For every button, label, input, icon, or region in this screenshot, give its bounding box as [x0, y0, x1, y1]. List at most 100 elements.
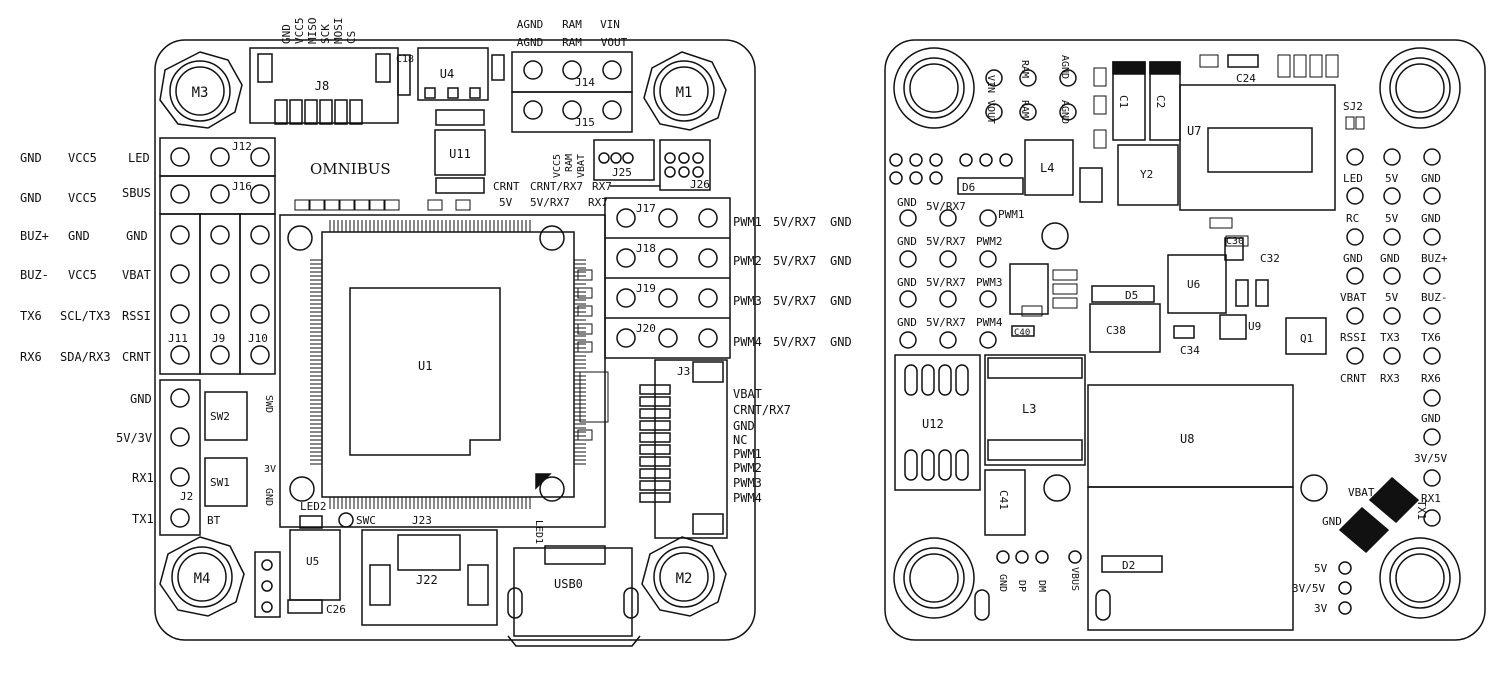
left-board: M3 M1 M4 M2 J8 GND VCC5 MISO SCK: [20, 18, 852, 647]
rb-d2: D2: [1101, 555, 1163, 573]
row3-lbl-a: TX6: [20, 309, 42, 323]
rb-lbl-gnd-bottom: GND: [997, 574, 1008, 592]
rb-lbl-agnd2: AGND: [1059, 100, 1070, 124]
rb-pwm3-a: GND: [897, 276, 917, 289]
row4-lbl-a: RX6: [20, 350, 42, 364]
u11-label: U11: [449, 147, 471, 161]
rb-y2-label: Y2: [1140, 168, 1153, 181]
rb-lbl-ram: RAM: [1019, 60, 1030, 78]
j25-header: J25: [593, 139, 655, 181]
j12-lbl-vcc5: VCC5: [68, 151, 97, 165]
rb-vbat-label: VBAT: [1348, 486, 1375, 499]
rb-pwm3-c: PWM3: [976, 276, 1003, 289]
rb-volt-5v: 5V: [1314, 562, 1328, 575]
rb-col1-pads: [1346, 148, 1364, 365]
sw2-label: SW2: [210, 410, 230, 423]
rb-c38: C38: [1089, 303, 1161, 353]
rb-c30-label: C30: [1226, 236, 1244, 247]
rb-c42: [1079, 167, 1103, 203]
j25-pin-ram: RAM: [564, 154, 575, 172]
gnd-small-label: GND: [263, 488, 274, 506]
rb-col2-pads: [1383, 148, 1401, 365]
rb-d5-label: D5: [1125, 289, 1138, 302]
led1-label: LED1: [533, 520, 544, 544]
j22-label: J22: [416, 573, 438, 587]
rb-lbl-dm: DM: [1036, 580, 1047, 592]
j15-header: J15: [511, 91, 633, 133]
led2: [299, 515, 323, 529]
rb-sj2-label: SJ2: [1343, 100, 1363, 113]
pwm-headers: J17 J18 J19 J20: [604, 197, 731, 359]
pwm2-b: 5V/RX7: [773, 254, 816, 268]
j8-pin-miso: MISO: [306, 18, 319, 45]
rb-c3-1: GND: [1421, 212, 1441, 225]
j14-label: J14: [575, 76, 595, 89]
j16-label: J16: [232, 180, 252, 193]
row1-lbl-c: GND: [126, 229, 148, 243]
rb-u9-label: U9: [1248, 320, 1261, 333]
rb-c3-8: RX1: [1421, 492, 1441, 505]
mount-label-m2: M2: [676, 571, 693, 587]
row2-lbl-a: BUZ-: [20, 268, 49, 282]
rb-u8-lower: [1087, 486, 1294, 631]
crnt-label-1: CRNT: [493, 180, 520, 193]
j11-j9-j10-block: J11 J9 J10: [159, 213, 276, 375]
j18-label: J18: [636, 242, 656, 255]
rb-lbl-vin: VIN: [985, 75, 996, 93]
crnt2-label-1: 5V: [499, 196, 513, 209]
rb-mount-tr: [1379, 47, 1461, 129]
row3-lbl-b: SCL/TX3: [60, 309, 111, 323]
j14-top-agnd: AGND: [517, 18, 544, 31]
rb-r-pair2: [1255, 279, 1269, 307]
j3-pin-pwm2: PWM2: [733, 461, 762, 475]
bat-pad-2: [261, 580, 273, 592]
rb-c3-2: BUZ+: [1421, 252, 1448, 265]
rb-mount-br: [1379, 537, 1461, 619]
j12-lbl-gnd: GND: [20, 151, 42, 165]
j3-connector: J3: [639, 359, 728, 539]
pwm1-b: 5V/RX7: [773, 215, 816, 229]
rb-pwm3-b: 5V/RX7: [926, 276, 966, 289]
rb-via-2: [1043, 474, 1071, 502]
j12-lbl-led: LED: [128, 151, 150, 165]
rb-c2-4: TX3: [1380, 331, 1400, 344]
mount-label-m3: M3: [192, 85, 209, 101]
rb-pwm1-b: 5V/RX7: [926, 200, 966, 213]
j25-label: J25: [612, 166, 632, 179]
rb-pwm2-a: GND: [897, 235, 917, 248]
j3-pin-crnt: CRNT/RX7: [733, 403, 791, 417]
rb-u9: [1219, 314, 1247, 340]
rb-gnd-label: GND: [1322, 515, 1342, 528]
rb-pwm1-a: GND: [897, 196, 917, 209]
j3-pin-pwm3: PWM3: [733, 476, 762, 490]
j2-column: J2: [159, 379, 201, 536]
c26-label: C26: [326, 603, 346, 616]
j23-label: J23: [412, 514, 432, 527]
j3-pin-vbat: VBAT: [733, 387, 762, 401]
j25-pin-vcc5: VCC5: [552, 154, 563, 178]
u5-label: U5: [306, 555, 319, 568]
rb-c1-0: LED: [1343, 172, 1363, 185]
rb-q1: Q1: [1285, 317, 1327, 355]
u11-chip: U11: [434, 109, 486, 194]
pwm-row-labels: PWM1 5V/RX7 GND PWM2 5V/RX7 GND PWM3 5V/…: [733, 215, 852, 349]
j19-label: J19: [636, 282, 656, 295]
rb-c3-0: GND: [1421, 172, 1441, 185]
swc-pad: [338, 512, 354, 528]
sw1-switch: SW1: [204, 457, 248, 507]
rb-d6: D6: [957, 177, 1024, 195]
rb-c24-label: C24: [1236, 72, 1256, 85]
j2-pin-labels: GND 5V/3V RX1 TX1: [116, 392, 154, 526]
rb-c41: C41: [984, 469, 1026, 536]
j26-label: J26: [690, 178, 710, 191]
rb-lbl-agnd: AGND: [1059, 55, 1070, 79]
rb-top-pads: [985, 69, 1077, 121]
rb-c41-label: C41: [997, 490, 1010, 510]
rb-voltage-pads: 5V 3V/5V 3V: [1292, 561, 1352, 615]
u1-label: U1: [418, 359, 432, 373]
j16-row: J16: [159, 175, 276, 215]
rb-c1-label: C1: [1117, 95, 1130, 108]
c26-cap: [287, 599, 323, 614]
j16-lbl-vcc5: VCC5: [68, 191, 97, 205]
